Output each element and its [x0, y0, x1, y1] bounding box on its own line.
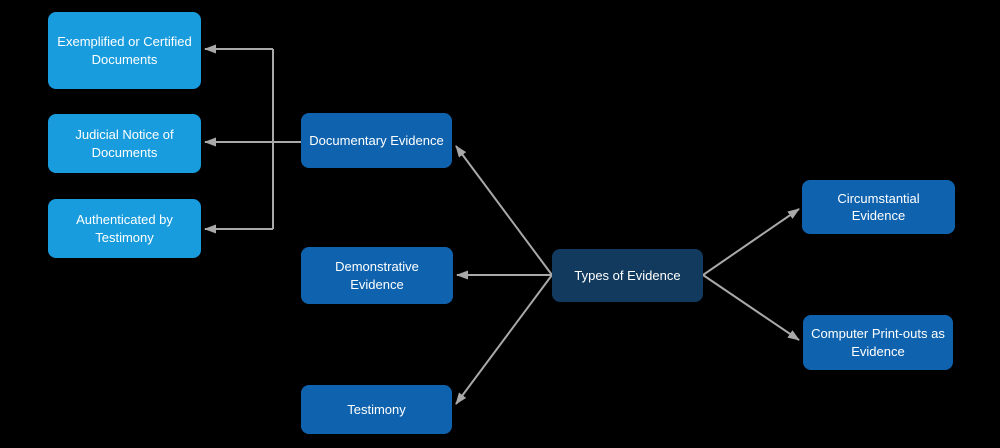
node-authenticated-by-testimony: Authenticated by Testimony	[48, 199, 201, 258]
node-label-authenticated: Authenticated by Testimony	[76, 212, 173, 245]
connector-arrow-computer-printouts	[702, 274, 800, 341]
connector-arrow-circumstantial	[702, 208, 800, 276]
node-judicial-notice-of-documents: Judicial Notice of Documents	[48, 114, 201, 173]
connector-arrow-documentary	[455, 145, 553, 276]
node-label-types-of-evidence: Types of Evidence	[574, 267, 681, 283]
node-label-judicial: Judicial Notice of Documents	[75, 127, 174, 160]
node-computer-print-outs-as-evidence: Computer Print-outs as Evidence	[803, 315, 953, 370]
connector-arrow-testimony	[455, 274, 553, 405]
node-label-demonstrative: Demonstrative Evidence	[335, 259, 419, 292]
node-documentary-evidence: Documentary Evidence	[301, 113, 452, 168]
node-label-documentary: Documentary Evidence	[309, 132, 444, 148]
node-label-testimony: Testimony	[347, 401, 406, 417]
node-label-exemplified: Exemplified or Certified Documents	[57, 34, 192, 67]
node-circumstantial-evidence: Circumstantial Evidence	[802, 180, 955, 234]
node-testimony: Testimony	[301, 385, 452, 434]
node-label-computer-printouts: Computer Print-outs as Evidence	[811, 326, 945, 359]
node-exemplified-or-certified-documents: Exemplified or Certified Documents	[48, 12, 201, 89]
node-types-of-evidence: Types of Evidence	[552, 249, 703, 302]
node-label-circumstantial: Circumstantial Evidence	[837, 190, 920, 223]
node-demonstrative-evidence: Demonstrative Evidence	[301, 247, 453, 304]
